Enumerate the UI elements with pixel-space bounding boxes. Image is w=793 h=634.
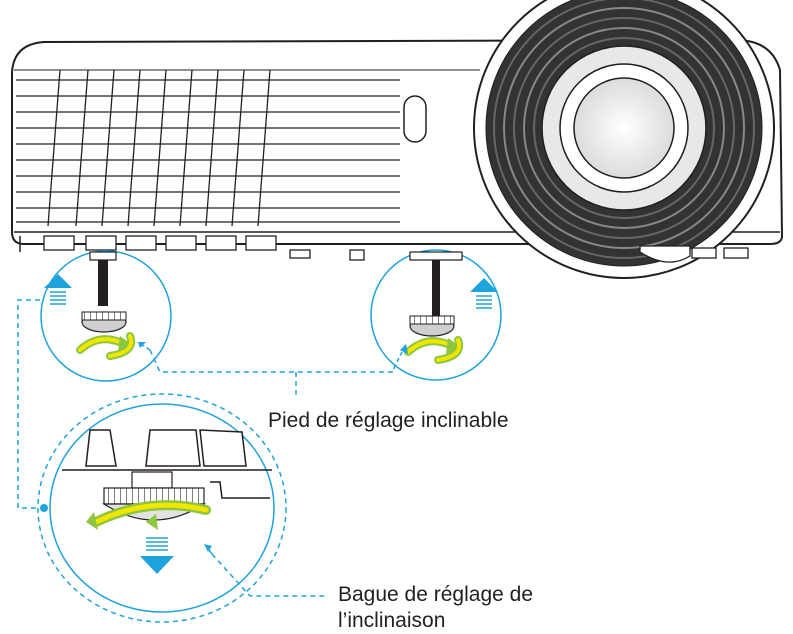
vent-grille	[16, 69, 400, 227]
down-arrow-icon	[140, 537, 174, 574]
lens-assembly	[473, 0, 775, 279]
leader-dot	[40, 504, 48, 512]
tilt-ring-label-line1: Bague de réglage de	[338, 583, 533, 606]
up-arrow-icon	[44, 274, 72, 305]
right-foot-callout	[370, 249, 502, 381]
tilt-foot-leader	[149, 349, 395, 396]
zoom-link-leader	[17, 299, 44, 509]
rotate-arrows-icon	[76, 332, 135, 360]
ir-sensor	[403, 95, 427, 143]
tilt-foot-label: Pied de réglage inclinable	[268, 409, 509, 432]
tilt-ring-label-line2: l’inclinaison	[338, 609, 446, 632]
ring-leader	[211, 553, 326, 597]
rotate-arrows-icon	[404, 336, 463, 364]
zoomed-ring-callout	[37, 393, 287, 623]
up-arrow-icon	[470, 278, 498, 309]
left-foot-callout	[40, 250, 172, 382]
rotate-arrows-icon	[86, 500, 211, 530]
bottom-pads	[43, 235, 749, 263]
